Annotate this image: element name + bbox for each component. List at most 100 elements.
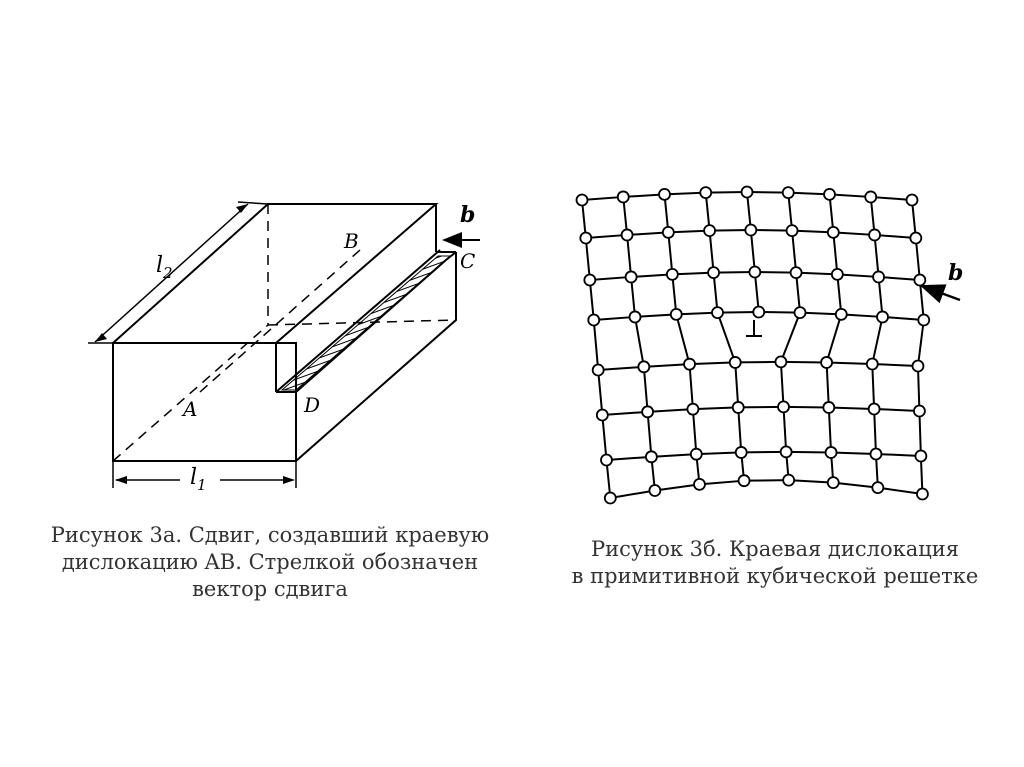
lattice-atom: [909, 231, 923, 245]
lattice-atom: [872, 270, 885, 284]
caption-3a-line-2: дислокацию AB. Стрелкой обозначен: [61, 550, 479, 574]
lattice-bond: [610, 489, 656, 499]
lattice-atom: [744, 223, 758, 237]
lattice-bond: [642, 366, 649, 412]
lattice-atom: [648, 484, 662, 497]
lattice-bond: [713, 271, 755, 274]
lattice-bond: [601, 414, 608, 461]
lattice-bond: [735, 360, 781, 364]
lattice-atom: [728, 356, 742, 369]
lattice-bond: [827, 407, 833, 453]
lattice-bond: [630, 276, 637, 318]
lattice-bond: [796, 271, 838, 276]
lattice-atom: [600, 453, 613, 467]
lattice-atom: [707, 266, 720, 280]
caption-3b-line-2: в примитивной кубической решетке: [571, 564, 979, 588]
lattice-bond: [877, 486, 923, 495]
lattice-bond: [874, 407, 920, 412]
lattice-atom: [789, 266, 803, 280]
lattice-atom: [595, 408, 609, 422]
lattice-bond: [788, 479, 834, 484]
label-l1: l1: [190, 465, 207, 494]
lattice-bond: [581, 195, 624, 201]
lattice-atom: [734, 446, 748, 459]
lattice-bond: [592, 319, 600, 371]
lattice-bond: [753, 271, 760, 313]
caption-figure-3b: Рисунок 3б. Краевая дислокация в примити…: [540, 536, 1010, 590]
lattice-bond: [692, 406, 739, 411]
dislocation-symbol: [746, 320, 762, 337]
lattice-bond: [643, 363, 690, 368]
lattice-bond: [786, 450, 832, 454]
lattice-bond: [606, 455, 652, 461]
lattice-atom: [871, 481, 885, 495]
lattice-bond: [779, 312, 801, 363]
label-a: A: [181, 397, 197, 421]
lattice-atom: [628, 310, 642, 324]
lattice-bond: [672, 271, 714, 276]
figure-3a-block-diagram: l2 l1 A B C D b: [88, 201, 480, 494]
lattice-bond: [916, 319, 925, 367]
lattice-bond: [737, 407, 743, 453]
lattice-atom: [748, 265, 762, 279]
lattice-bond: [634, 313, 677, 318]
lattice-bond: [623, 193, 665, 198]
lattice-atom: [575, 193, 589, 207]
lattice-atom: [824, 446, 838, 459]
lattice-atom: [777, 400, 790, 414]
lattice-bond: [709, 229, 751, 232]
lattice-atom: [579, 231, 593, 245]
dislocation-line-ab: [199, 249, 361, 393]
lattice-atom: [869, 447, 883, 461]
lattice-bond: [738, 405, 784, 409]
lattice-bond: [734, 362, 740, 408]
lattice-bond: [689, 361, 736, 366]
lattice-bond: [918, 410, 922, 457]
lattice-bond: [696, 451, 742, 456]
lattice-atom: [637, 360, 651, 374]
lattice-atom: [699, 186, 713, 200]
lattice-atom: [624, 270, 638, 284]
lattice-atom: [826, 225, 840, 239]
lattice-atom: [905, 193, 919, 207]
lattice-bond: [831, 451, 876, 455]
lattice-bond: [654, 483, 700, 492]
lattice-bond: [712, 272, 719, 313]
lattice-bond: [828, 406, 875, 410]
caption-3a-line-1: Рисунок 3а. Сдвиг, создавший краевую: [50, 523, 490, 547]
lattice-bond: [877, 276, 884, 318]
lattice-bond: [741, 450, 787, 454]
lattice-bond: [833, 231, 875, 236]
lattice-bond: [837, 273, 879, 278]
lattice-atom: [731, 401, 745, 414]
lattice-atom: [693, 477, 706, 491]
lattice-bond: [826, 361, 873, 365]
lattice-bond: [671, 274, 678, 315]
lattice-bond: [699, 479, 745, 486]
lattice-bond: [825, 362, 830, 408]
lattice-atom: [779, 445, 793, 459]
lattice-atom: [689, 447, 703, 461]
lattice-bond: [584, 237, 591, 281]
lattice-bond: [874, 233, 916, 239]
lattice-bond: [588, 279, 595, 321]
lattice-bond: [780, 360, 827, 364]
lattice-bond: [664, 191, 706, 196]
label-vector-b-lattice: b: [948, 260, 963, 286]
lattice-atom: [587, 313, 601, 327]
lattice-atom: [913, 404, 926, 418]
lattice-atom: [591, 363, 605, 377]
lattice-atom: [913, 273, 927, 287]
lattice-atom: [603, 491, 617, 505]
lattice-atom: [752, 305, 766, 319]
lattice-bond: [825, 314, 843, 363]
lattice-atom: [620, 228, 634, 242]
lattice-bond: [602, 410, 648, 416]
lattice-atom: [911, 359, 925, 373]
lattice-atom: [823, 187, 836, 201]
lattice-bond: [799, 311, 842, 316]
lattice-bond: [717, 311, 759, 314]
lattice-atom: [774, 355, 788, 369]
lattice-bond: [708, 230, 715, 273]
lattice-bond: [691, 409, 698, 455]
